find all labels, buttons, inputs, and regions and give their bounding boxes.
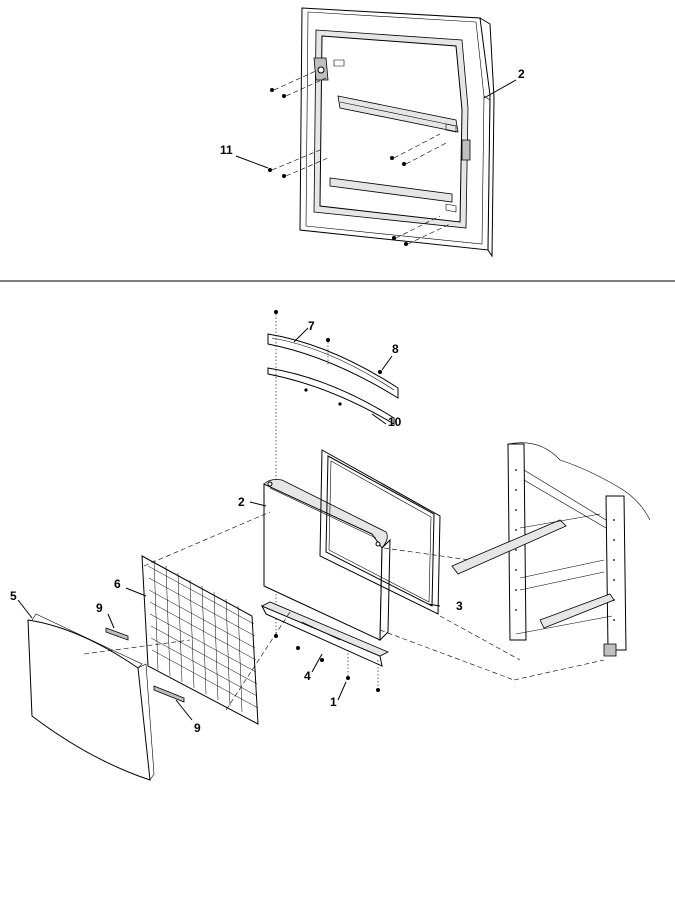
callout-trim-7: 7 [308,319,315,333]
refrigerator-door [299,7,495,258]
outer-panel-5 [27,613,155,781]
trim-strip-10 [267,367,395,425]
callout-grid-6: 6 [114,577,121,591]
gasket-3 [319,449,441,615]
callout-screw-1: 1 [330,695,337,709]
callout-screw-8: 8 [392,342,399,356]
drawer-front-2 [263,479,391,642]
top-door-screws [268,69,451,246]
callout-trim-10: 10 [388,415,402,429]
leader-top-screw-11 [235,155,269,169]
cabinet-frame [451,442,651,657]
callout-bottom-trim-4: 4 [304,669,311,683]
callout-gasket-3: 3 [456,599,463,613]
callout-top-screw-11: 11 [220,143,233,157]
callout-top-door-2: 2 [518,67,525,81]
screw-top-left [274,310,278,314]
callout-panel-5: 5 [10,589,17,603]
screw-top-mid [326,338,330,342]
bottom-trim-4 [260,601,389,667]
clip-9-upper [105,627,129,641]
top-trim-7 [267,333,399,399]
callout-drawer-front-2: 2 [238,495,245,509]
callout-clip-9-lower: 9 [194,721,201,735]
leader-top-door-2 [483,79,517,99]
screw-8 [378,370,382,374]
grid-panel-6 [141,555,259,725]
callout-clip-9-upper: 9 [96,601,103,615]
clip-9-lower [153,685,185,703]
